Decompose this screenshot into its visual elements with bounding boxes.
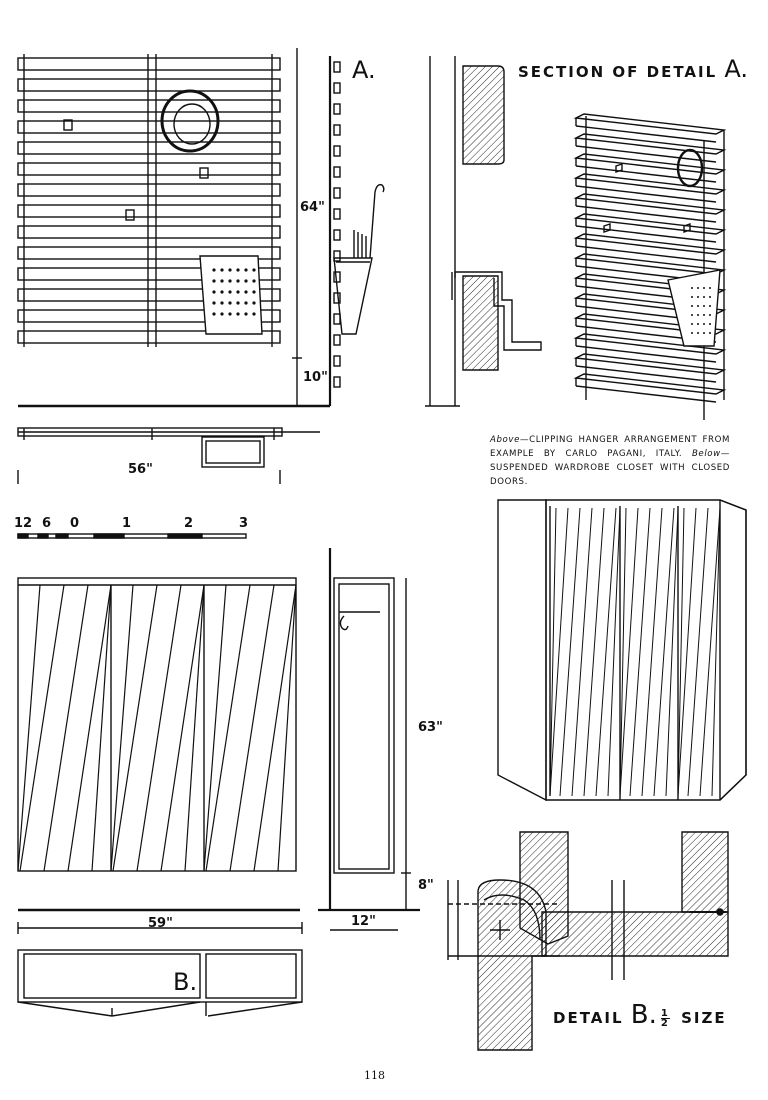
detail-b-title-letter: B. bbox=[630, 1000, 657, 1030]
slat-panel-perspective bbox=[573, 113, 727, 420]
wardrobe-plan bbox=[17, 922, 303, 1017]
slat-panel-elevation bbox=[17, 54, 281, 347]
scale-label: 0 bbox=[70, 516, 80, 531]
dimension-offset-b: 8" bbox=[418, 878, 434, 893]
scale-bar bbox=[17, 533, 247, 539]
section-a-title: SECTION OF DETAIL A. bbox=[518, 55, 748, 83]
caption-above-word: Above bbox=[490, 435, 520, 445]
section-a-title-letter: A. bbox=[724, 55, 748, 83]
scale-label: 3 bbox=[239, 516, 249, 531]
dimension-height-b: 63" bbox=[418, 720, 443, 735]
fraction-denominator: 2 bbox=[660, 1018, 670, 1029]
dimension-height-a: 64" bbox=[300, 200, 325, 215]
section-a-title-prefix: SECTION OF DETAIL bbox=[518, 63, 718, 81]
caption-below-word: Below bbox=[691, 449, 721, 459]
section-detail-a bbox=[425, 56, 542, 407]
slat-panel-plan bbox=[17, 404, 330, 484]
scale-label: 12 bbox=[14, 516, 33, 531]
caption: Above—CLIPPING HANGER ARRANGEMENT FROM E… bbox=[490, 433, 730, 489]
dimension-width-a: 56" bbox=[128, 462, 153, 477]
label-a: A. bbox=[352, 56, 376, 84]
label-b: B. bbox=[173, 968, 198, 996]
caption-above-text: —CLIPPING HANGER ARRANGEMENT FROM EXAMPL… bbox=[490, 435, 730, 459]
detail-b-title-suffix: SIZE bbox=[681, 1009, 727, 1027]
wardrobe-perspective bbox=[497, 499, 747, 802]
fraction-numerator: 1 bbox=[660, 1008, 670, 1019]
wardrobe-front-elevation bbox=[17, 577, 300, 912]
scale-label: 1 bbox=[122, 516, 132, 531]
dimension-depth-b: 12" bbox=[351, 914, 376, 929]
slat-panel-side-view bbox=[292, 48, 385, 406]
detail-b-section bbox=[447, 831, 729, 1051]
page-number: 118 bbox=[364, 1069, 385, 1082]
dimension-offset-a: 10" bbox=[303, 370, 328, 385]
caption-below-text: —SUSPENDED WARDROBE CLOSET WITH CLOSED D… bbox=[490, 449, 730, 487]
detail-b-title-prefix: DETAIL bbox=[553, 1009, 624, 1027]
dimension-width-b: 59" bbox=[148, 916, 173, 931]
scale-label: 2 bbox=[184, 516, 194, 531]
scale-label: 6 bbox=[42, 516, 52, 531]
wardrobe-section bbox=[318, 548, 420, 931]
